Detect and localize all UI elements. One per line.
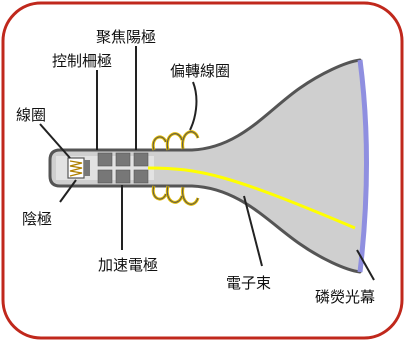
accelerating-anode [115,152,131,167]
phosphor-screen [357,59,369,273]
focusing-anode-lower [133,169,149,184]
electron-beam [147,166,356,230]
control-grid [97,152,113,167]
deflection-coils-bottom-outline [152,185,199,205]
deflection-coils-top-outline [152,131,199,151]
heater-coil-wire [69,160,83,177]
leader-lines [39,46,375,281]
accelerating-anode-lower [115,169,131,184]
label-heater-coil: 線圈 [16,106,46,124]
label-accelerating-anode: 加速電極 [98,256,158,274]
label-electron-beam: 電子束 [226,274,271,292]
focusing-anode [133,152,149,167]
label-control-grid: 控制柵極 [52,52,112,70]
label-phosphor-screen: 磷熒光幕 [315,288,375,306]
cathode [84,160,90,176]
crt-tube-body [48,58,368,274]
label-focusing-anode: 聚焦陽極 [96,28,156,46]
control-grid-lower [97,169,113,184]
label-cathode: 陰極 [22,210,52,228]
label-deflection-coils: 偏轉線圈 [170,62,230,80]
